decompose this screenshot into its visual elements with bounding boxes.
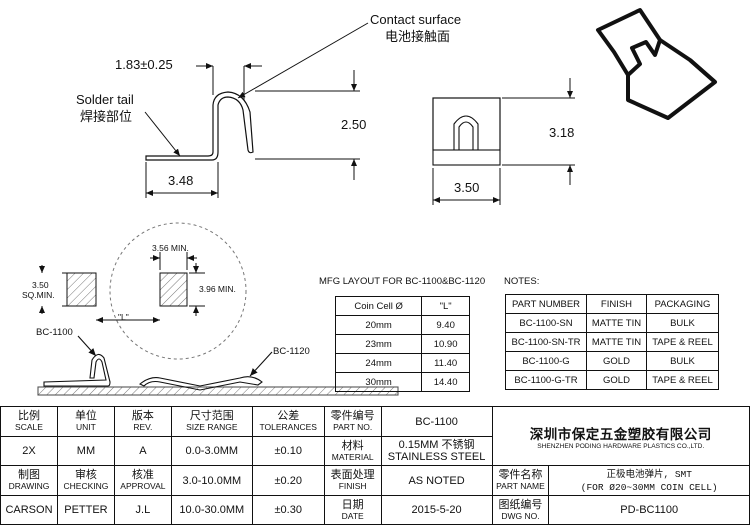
mfg-header: Coin Cell Ø xyxy=(334,296,423,316)
contact-surface-cn-label: 电池接触面 xyxy=(385,29,451,44)
notes-cell: MATTE TIN xyxy=(586,332,647,352)
mfg-header: "L" xyxy=(421,296,470,316)
notes-cell: BC-1100-SN-TR xyxy=(505,332,587,352)
approver-name: J.L xyxy=(113,495,172,525)
dim-L: "L" xyxy=(118,312,129,322)
mfg-cell: 24mm xyxy=(334,353,423,373)
notes-cell: BC-1100-SN xyxy=(505,313,587,333)
solder-tail-label: Solder tail xyxy=(76,92,134,107)
mfg-cell: 14.40 xyxy=(421,372,470,392)
solder-tail-cn-label: 焊接部位 xyxy=(80,109,133,124)
company-en: SHENZHEN PODING HARDWARE PLASTICS CO.,LT… xyxy=(537,442,705,450)
notes-header: PART NUMBER xyxy=(505,294,587,314)
date-value: 2015-5-20 xyxy=(380,495,493,525)
company-cn: 深圳市保定五金塑胶有限公司 xyxy=(529,426,712,442)
notes-cell: MATTE TIN xyxy=(586,313,647,333)
dim-3-48: 3.48 xyxy=(168,173,194,188)
dim-3-50: 3.50 xyxy=(454,180,480,195)
notes-cell: GOLD xyxy=(586,370,647,390)
mfg-cell: 30mm xyxy=(334,372,423,392)
range-1: 0.0-3.0MM xyxy=(170,436,253,466)
dim-3-96: 3.96 MIN. xyxy=(199,284,236,294)
notes-cell: BULK xyxy=(645,351,720,371)
dim-1-83: 1.83±0.25 xyxy=(115,57,173,72)
mfg-cell: 23mm xyxy=(334,334,423,354)
drawing-canvas xyxy=(37,8,717,396)
tol-3: ±0.30 xyxy=(251,495,325,525)
front-view xyxy=(432,97,501,166)
part-no-value: BC-1100 xyxy=(380,406,493,437)
side-profile xyxy=(145,91,254,161)
notes-cell: GOLD xyxy=(586,351,647,371)
notes-header: FINISH xyxy=(586,294,647,314)
mfg-cell: 9.40 xyxy=(421,315,470,335)
notes-cell: TAPE & REEL xyxy=(645,370,720,390)
unit-value: MM xyxy=(56,436,115,466)
checker-name: PETTER xyxy=(56,495,115,525)
scale-value: 2X xyxy=(0,436,58,466)
dim-sq-min: SQ.MIN. xyxy=(22,290,55,300)
part-name-value: 正极电池弹片, SMT(FOR Ø20~30MM COIN CELL) xyxy=(548,465,750,496)
notes-title: NOTES: xyxy=(504,276,540,287)
dim-2-50: 2.50 xyxy=(341,117,367,132)
notes-header: PACKAGING xyxy=(645,294,720,314)
rev-value: A xyxy=(113,436,172,466)
contact-surface-label: Contact surface xyxy=(370,12,462,27)
bc1120-label: BC-1120 xyxy=(273,346,310,357)
notes-cell: BULK xyxy=(645,313,720,333)
dim-3-56: 3.56 MIN. xyxy=(152,243,189,253)
drawer-name: CARSON xyxy=(0,495,58,525)
tol-2: ±0.20 xyxy=(251,465,325,496)
range-2: 3.0-10.0MM xyxy=(170,465,253,496)
mfg-title: MFG LAYOUT FOR BC-1100&BC-1120 xyxy=(319,276,486,287)
pcb-layout xyxy=(39,222,247,360)
finish-value: AS NOTED xyxy=(380,465,493,496)
notes-cell: TAPE & REEL xyxy=(645,332,720,352)
mfg-cell: 20mm xyxy=(334,315,423,335)
notes-cell: BC-1100-G-TR xyxy=(505,370,587,390)
dim-3-50-sq: 3.50 xyxy=(32,280,49,290)
company-cell: 深圳市保定五金塑胶有限公司 SHENZHEN PODING HARDWARE P… xyxy=(491,406,750,466)
range-3: 10.0-30.0MM xyxy=(170,495,253,525)
mfg-cell: 10.90 xyxy=(421,334,470,354)
isometric-view xyxy=(596,8,717,120)
tol-1: ±0.10 xyxy=(251,436,325,466)
notes-cell: BC-1100-G xyxy=(505,351,587,371)
dwg-no-value: PD-BC1100 xyxy=(548,495,750,525)
dim-3-18: 3.18 xyxy=(549,125,575,140)
mfg-cell: 11.40 xyxy=(421,353,470,373)
bc1100-label: BC-1100 xyxy=(36,327,73,338)
